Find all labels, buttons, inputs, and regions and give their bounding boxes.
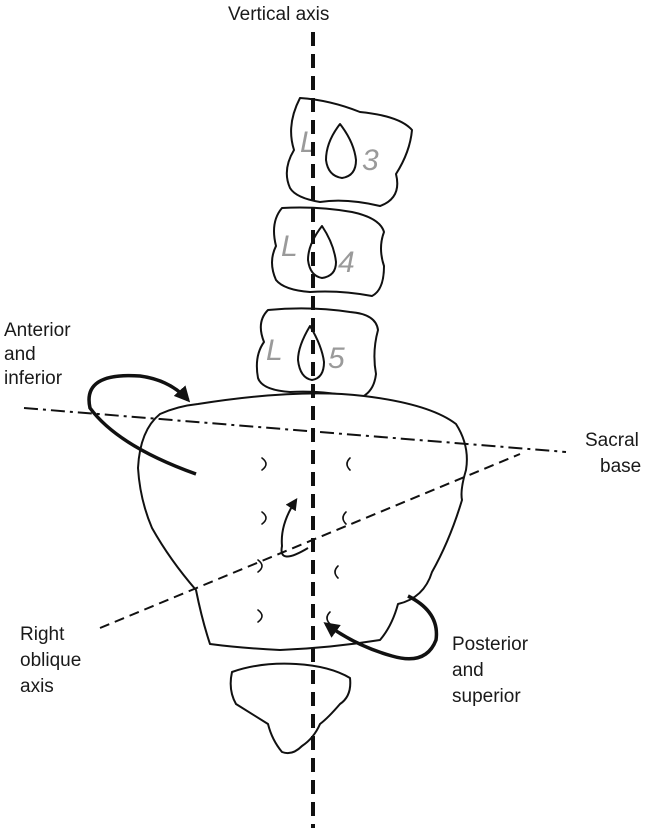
sacral-base-label-line1: Sacral: [585, 430, 639, 451]
right-oblique-label-line2: oblique: [20, 650, 81, 671]
vertebra-l3-number: 3: [362, 144, 379, 177]
right-oblique-label-line1: Right: [20, 624, 65, 645]
right-oblique-label-line3: axis: [20, 676, 54, 697]
coccyx: [229, 662, 352, 755]
vertebra-l3: L 3: [285, 97, 413, 207]
posterior-superior-arrow: [323, 594, 439, 661]
sacral-base-label-line2: base: [600, 456, 641, 477]
vertebra-l4: L 4: [271, 206, 385, 297]
anterior-label-line3: inferior: [4, 368, 63, 389]
vertebra-l4-number: 4: [338, 246, 355, 279]
anterior-inferior-arrow: [87, 373, 197, 476]
vertebra-l4-letter: L: [281, 230, 298, 263]
anterior-label-line2: and: [4, 344, 36, 365]
posterior-label-line3: superior: [452, 686, 521, 707]
sacrum: [137, 392, 468, 651]
right-oblique-axis-line: [99, 453, 521, 629]
sacral-foramina: [257, 457, 351, 625]
vertical-axis-label: Vertical axis: [228, 4, 329, 25]
vertebra-l5-letter: L: [266, 334, 283, 367]
vertebra-l5: L 5: [255, 307, 379, 399]
anterior-label-line1: Anterior: [4, 320, 71, 341]
posterior-label-line2: and: [452, 660, 484, 681]
posterior-label-line1: Posterior: [452, 634, 529, 655]
sacral-base-line: [23, 407, 567, 453]
vertebra-l5-number: 5: [328, 342, 345, 375]
central-rotation-arrow: [280, 498, 309, 558]
